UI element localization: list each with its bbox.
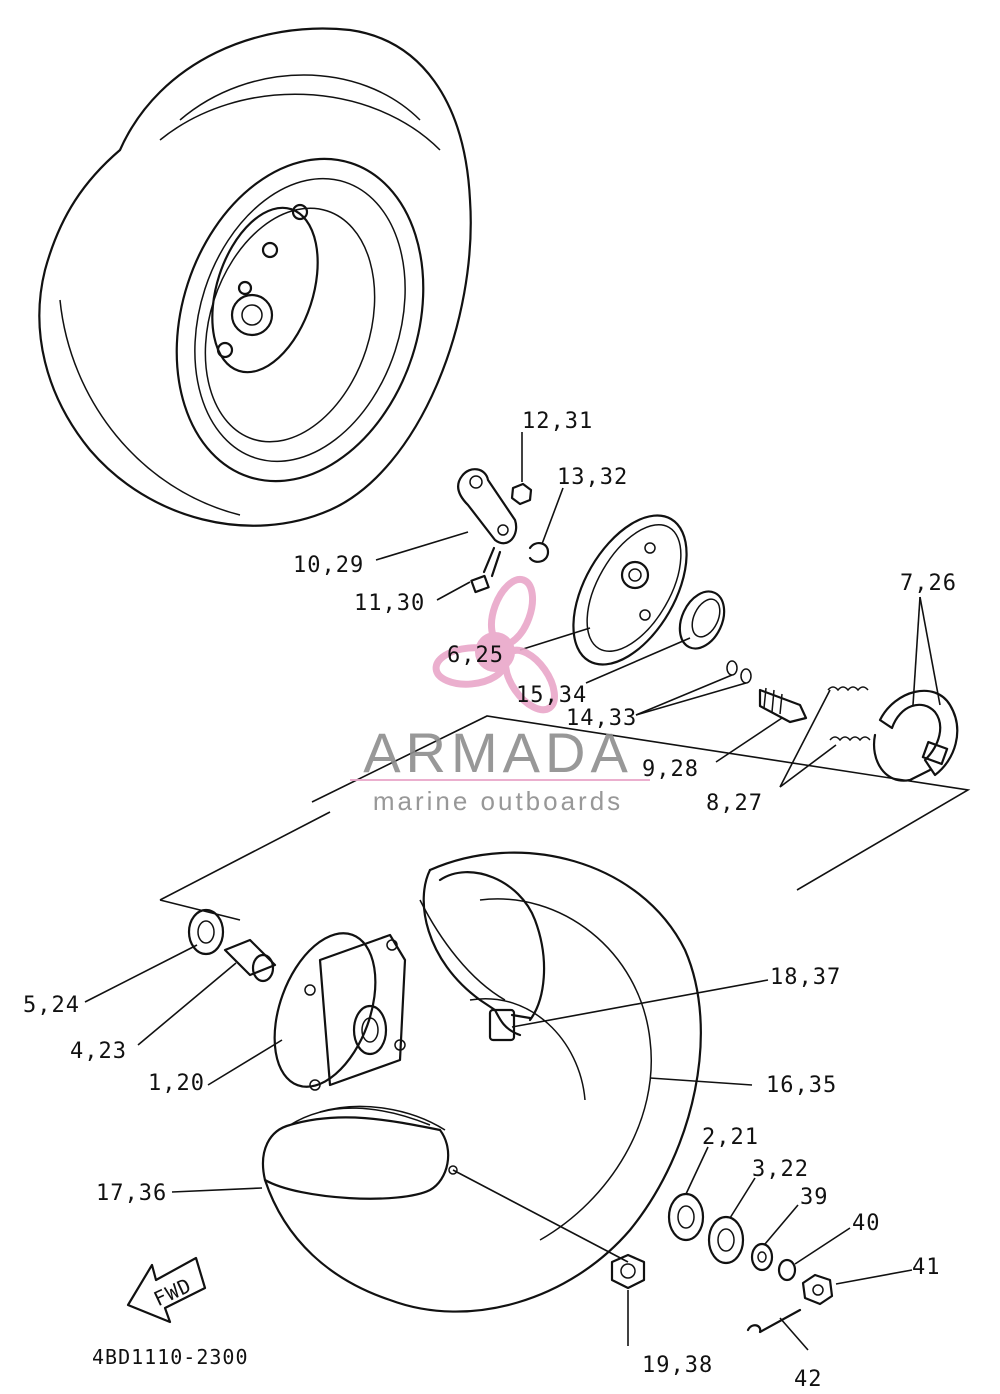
callout-12-31: 12,31 [522, 409, 593, 434]
assembled-wheel [38, 27, 472, 527]
callout-19-38: 19,38 [642, 1353, 713, 1378]
explosion-frame [159, 715, 971, 921]
propeller-logo [432, 575, 558, 714]
lock-washer [528, 542, 550, 563]
watermark-tagline: marine outboards [373, 786, 623, 816]
callout-15-34: 15,34 [516, 683, 587, 708]
callout-18-37: 18,37 [770, 965, 841, 990]
callout-9-28: 9,28 [642, 757, 699, 782]
bearing-right-1 [667, 1192, 705, 1242]
callout-42: 42 [794, 1367, 823, 1392]
o-rings [726, 660, 752, 684]
callout-7-26: 7,26 [900, 571, 957, 596]
armada-watermark: ARMADA marine outboards [350, 575, 650, 816]
rim-outer-half [419, 868, 546, 1037]
forward-direction-arrow: FWD [126, 1256, 207, 1324]
hub-nut [610, 1253, 646, 1290]
callout-6-25: 6,25 [447, 643, 504, 668]
oil-seal [678, 590, 726, 650]
callout-17-36: 17,36 [96, 1181, 167, 1206]
diagram-code: 4BD1110-2300 [92, 1345, 249, 1369]
callout-5-24: 5,24 [23, 993, 80, 1018]
bearing-left [187, 908, 225, 956]
callout-8-27: 8,27 [706, 791, 763, 816]
cotter-pin [746, 1308, 802, 1334]
callout-13-32: 13,32 [557, 465, 628, 490]
collar [750, 1242, 774, 1272]
brake-camshaft [758, 687, 808, 724]
spacer [223, 938, 277, 983]
lever-bolt [470, 546, 502, 594]
callout-39: 39 [800, 1185, 829, 1210]
tire-valve [488, 1008, 532, 1042]
callout-41: 41 [912, 1255, 941, 1280]
callout-10-29: 10,29 [293, 553, 364, 578]
brake-shoe-plate [572, 514, 688, 666]
axle-nut [801, 1273, 834, 1306]
callout-11-30: 11,30 [354, 591, 425, 616]
brake-shoes [872, 689, 959, 782]
callout-labels: 12,31 13,32 10,29 11,30 6,25 7,26 15,34 … [23, 409, 957, 1392]
callout-4-23: 4,23 [70, 1039, 127, 1064]
watermark-brand: ARMADA [363, 721, 633, 784]
callout-1-20: 1,20 [148, 1071, 205, 1096]
brake-camshaft-lever [457, 468, 518, 545]
callout-3-22: 3,22 [752, 1157, 809, 1182]
plain-washer [777, 1258, 797, 1282]
callout-2-21: 2,21 [702, 1125, 759, 1150]
callout-40: 40 [852, 1211, 881, 1236]
lever-nut [510, 482, 533, 506]
bearing-right-2 [707, 1215, 745, 1265]
rim-inner-half [261, 1105, 458, 1200]
callout-16-35: 16,35 [766, 1073, 837, 1098]
wheel-hub [273, 932, 407, 1091]
callout-14-33: 14,33 [566, 706, 637, 731]
brake-shoe-springs [827, 686, 871, 742]
leader-lines [84, 432, 941, 1351]
tire [263, 851, 702, 1313]
